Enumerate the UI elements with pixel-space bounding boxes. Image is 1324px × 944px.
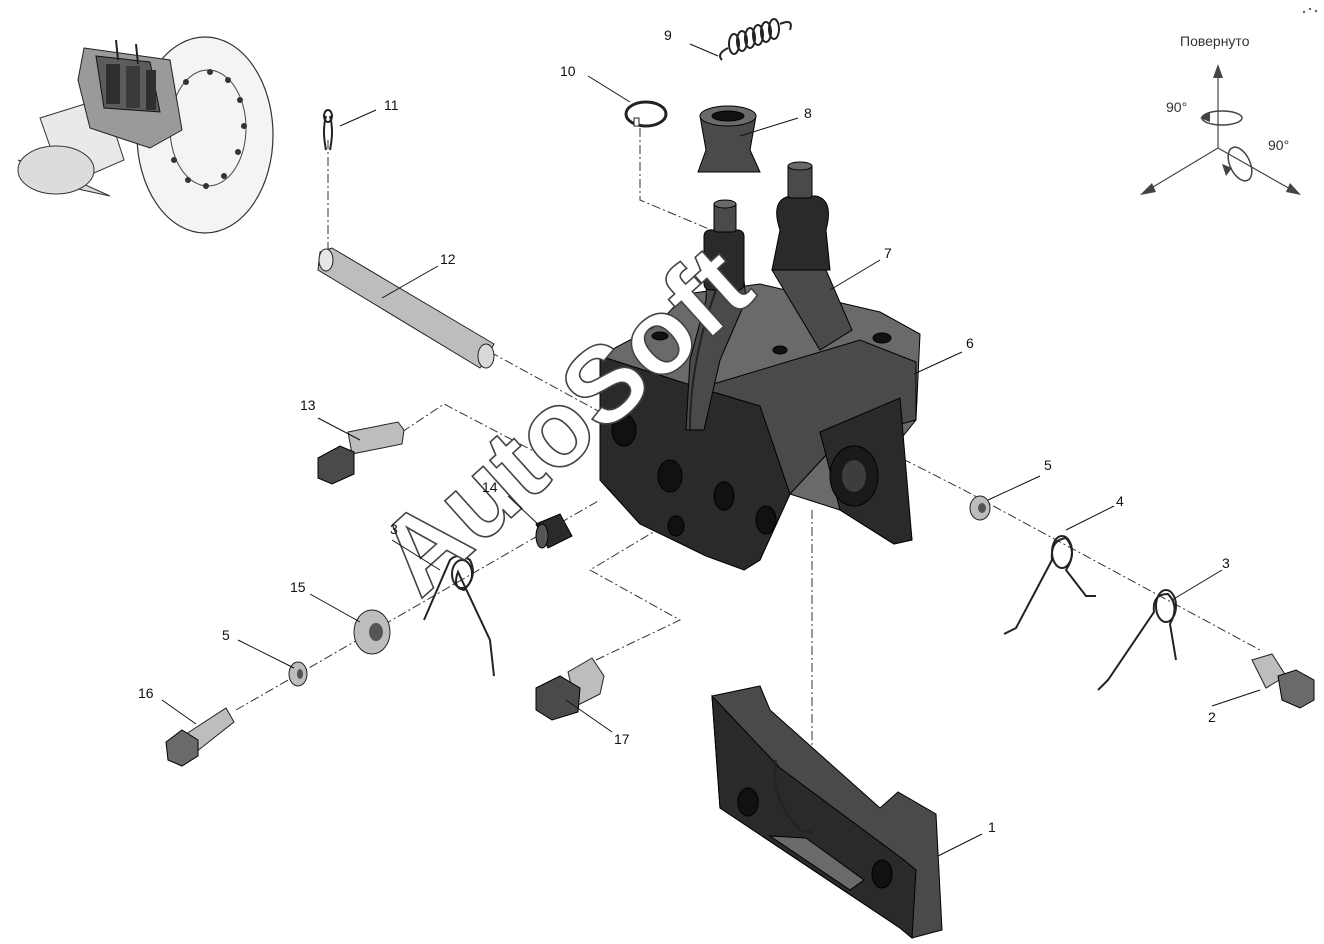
- callout-9: 9: [664, 27, 672, 43]
- part-12-axle-pin: [317, 247, 495, 369]
- callout-8: 8: [804, 105, 812, 121]
- part-9-spring: [719, 18, 792, 61]
- callout-13: 13: [300, 397, 316, 413]
- callout-3-right: 3: [1222, 555, 1230, 571]
- part-14-bushing: [535, 513, 573, 549]
- callout-6: 6: [966, 335, 974, 351]
- orientation-title: Повернуто: [1180, 33, 1250, 49]
- callout-5-left: 5: [222, 627, 230, 643]
- overview-thumbnail: [17, 36, 274, 234]
- callout-leaders: [161, 43, 1261, 857]
- orientation-indicator: Повернуто 90° 90°: [1140, 33, 1301, 195]
- callout-11: 11: [384, 97, 399, 113]
- part-6-valve-body: [599, 283, 921, 571]
- callout-14: 14: [482, 479, 498, 495]
- callout-1: 1: [988, 819, 996, 835]
- part-5-lock-washer-left: [288, 661, 308, 687]
- callout-17: 17: [614, 731, 630, 747]
- part-16-bolt: [165, 707, 235, 767]
- part-17-stepped-pin: [535, 657, 605, 721]
- callout-16: 16: [138, 685, 154, 701]
- part-3-spring-left: [423, 555, 495, 677]
- callout-numbers: 1 2 3 3 4 5 5 6 7 8 9 10 11 12 13 14 15 …: [138, 27, 1230, 835]
- callout-15: 15: [290, 579, 306, 595]
- callout-4: 4: [1116, 493, 1124, 509]
- callout-10: 10: [560, 63, 576, 79]
- corner-mark: [1302, 7, 1318, 14]
- part-10-snap-ring: [624, 100, 668, 128]
- part-13-stepped-pin: [317, 421, 405, 485]
- part-1-base-plate: [711, 685, 943, 940]
- callout-2: 2: [1208, 709, 1216, 725]
- part-2-plug-bolt: [1251, 653, 1315, 709]
- part-5-lock-washer-right: [969, 495, 991, 521]
- part-15-washer: [353, 609, 391, 655]
- callout-5-right: 5: [1044, 457, 1052, 473]
- part-7-fittings: [685, 161, 853, 431]
- part-11-cotter-pin: [323, 109, 333, 151]
- callout-12: 12: [440, 251, 456, 267]
- part-3-spring-right: [1097, 589, 1177, 691]
- vertical-angle-label: 90°: [1166, 99, 1187, 115]
- horizontal-angle-label: 90°: [1268, 137, 1289, 153]
- callout-3-left: 3: [390, 521, 398, 537]
- part-4-spring: [1003, 535, 1096, 635]
- callout-7: 7: [884, 245, 892, 261]
- part-8-sleeve: [697, 105, 761, 173]
